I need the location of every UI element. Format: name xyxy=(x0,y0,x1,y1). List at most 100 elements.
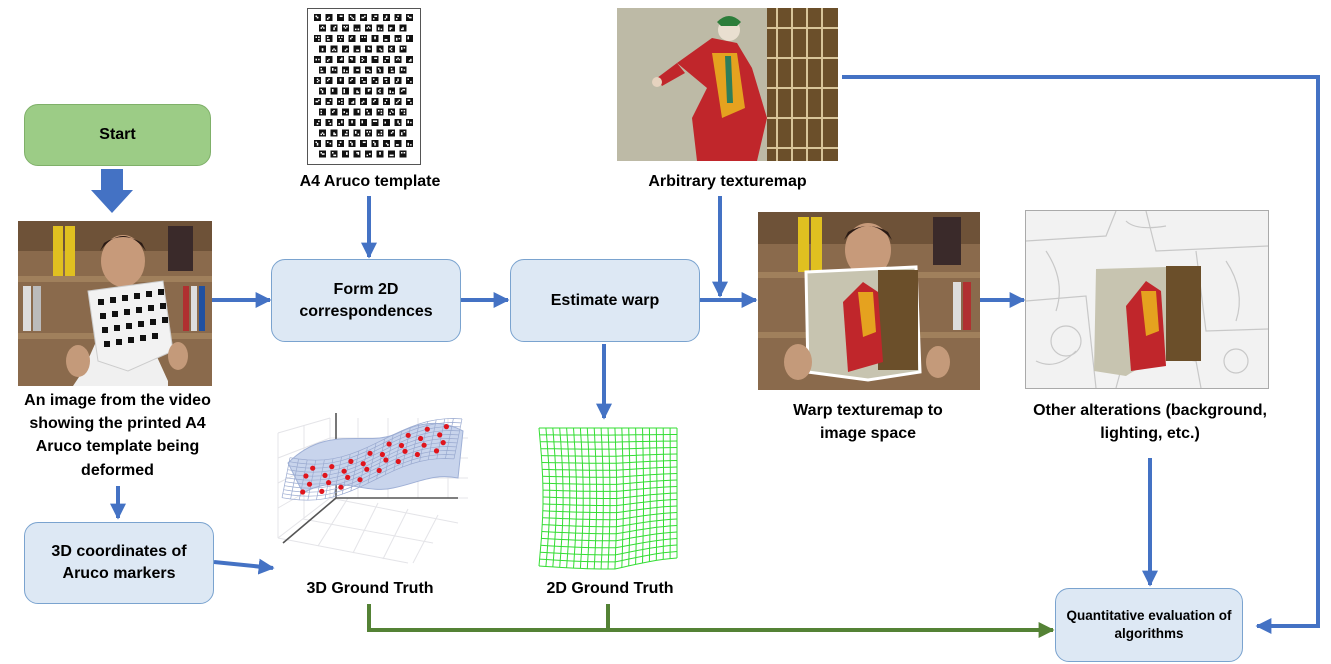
grid-line xyxy=(541,525,678,535)
aruco-marker xyxy=(365,66,372,74)
aruco-marker xyxy=(314,77,321,84)
aruco-marker xyxy=(314,14,321,21)
video-frame-image xyxy=(18,221,212,386)
mesh-line xyxy=(281,457,291,498)
aruco-marker xyxy=(325,14,333,21)
aruco-marker xyxy=(388,66,395,74)
aruco-marker xyxy=(388,24,395,32)
marker-dot xyxy=(414,451,420,458)
other-alterations-caption: Other alterations (background, lighting,… xyxy=(1033,402,1267,443)
aruco-marker xyxy=(360,98,367,105)
mesh-line xyxy=(350,450,360,492)
aruco-marker xyxy=(325,140,333,147)
marker-dot xyxy=(437,432,443,438)
grid-line xyxy=(542,499,678,507)
grid-line xyxy=(540,538,678,549)
mesh-line xyxy=(281,458,455,501)
marker-dot xyxy=(421,442,427,448)
grid-line xyxy=(542,512,678,521)
3d-coordinates-node: 3D coordinates of Aruco markers xyxy=(24,522,214,604)
aruco-marker xyxy=(342,24,349,32)
aruco-marker xyxy=(371,14,379,21)
aruco-marker xyxy=(342,66,349,74)
quantitative-evaluation-label: Quantitative evaluation of algorithms xyxy=(1066,607,1232,641)
aruco-marker xyxy=(330,45,338,53)
grid-line xyxy=(628,427,631,566)
aruco-marker xyxy=(376,150,384,158)
aruco-marker xyxy=(319,87,326,95)
aruco-marker xyxy=(376,66,384,74)
aruco-marker xyxy=(394,140,402,147)
marker-dot xyxy=(364,466,370,472)
aruco-marker xyxy=(394,35,402,42)
aruco-marker xyxy=(325,77,333,84)
aruco-marker xyxy=(337,35,344,42)
aruco-marker xyxy=(365,45,372,53)
aruco-marker xyxy=(360,14,367,21)
aruco-marker xyxy=(330,87,338,95)
grid-line xyxy=(538,557,678,570)
mesh-line xyxy=(445,418,454,459)
video-frame-caption: An image from the video showing the prin… xyxy=(24,392,211,479)
aruco-marker xyxy=(319,129,326,137)
aruco-marker xyxy=(394,98,402,105)
mesh-line xyxy=(427,419,437,460)
arrow-texture-to-eval xyxy=(842,75,1320,634)
marker-dot xyxy=(329,464,335,470)
mesh-line xyxy=(367,443,377,484)
texturemap-image xyxy=(617,8,838,161)
start-down-arrow xyxy=(91,169,133,213)
grid-line xyxy=(540,544,678,556)
aruco-marker xyxy=(399,66,407,74)
marker-dot xyxy=(433,448,440,454)
aruco-marker xyxy=(342,129,349,137)
aruco-marker xyxy=(394,56,402,63)
estimate-warp-node: Estimate warp xyxy=(510,259,700,342)
aruco-marker xyxy=(371,56,379,63)
grid-line xyxy=(542,505,678,514)
marker-dot xyxy=(367,450,373,456)
aruco-marker xyxy=(330,108,338,116)
aruco-marker xyxy=(342,87,349,95)
aruco-marker xyxy=(353,87,361,95)
texturemap-caption: Arbitrary texturemap xyxy=(648,173,807,190)
aruco-marker xyxy=(353,24,361,32)
2d-ground-truth-grid xyxy=(535,424,685,574)
aruco-marker xyxy=(394,14,402,21)
aruco-marker xyxy=(376,108,384,116)
grid-line xyxy=(607,427,611,570)
aruco-marker xyxy=(376,87,384,95)
aruco-marker xyxy=(394,119,402,126)
aruco-marker xyxy=(342,45,349,53)
aruco-marker xyxy=(314,140,321,147)
mesh-line xyxy=(290,458,299,500)
aruco-marker xyxy=(325,119,333,126)
aruco-marker xyxy=(406,140,413,147)
aruco-marker xyxy=(399,129,407,137)
aruco-marker xyxy=(353,108,361,116)
quantitative-evaluation-node: Quantitative evaluation of algorithms xyxy=(1055,588,1243,662)
marker-dot xyxy=(319,488,325,494)
marker-dot xyxy=(398,442,405,449)
aruco-marker xyxy=(314,56,321,63)
warped-texture-image xyxy=(758,212,980,390)
marker-dot xyxy=(300,489,306,495)
aruco-marker xyxy=(360,77,367,84)
marker-dot xyxy=(345,474,351,480)
aruco-marker xyxy=(388,45,395,53)
aruco-marker xyxy=(371,77,379,84)
grid-line xyxy=(655,427,658,561)
marker-dot xyxy=(306,481,313,487)
aruco-marker xyxy=(319,150,326,158)
marker-dot xyxy=(310,465,316,471)
mesh-line xyxy=(453,418,463,459)
altered-image xyxy=(1025,210,1269,389)
aruco-marker xyxy=(365,150,372,158)
aruco-marker xyxy=(365,24,372,32)
marker-dot xyxy=(402,448,408,454)
aruco-marker xyxy=(353,45,361,53)
grid-line xyxy=(621,427,624,568)
mesh-line xyxy=(316,459,325,500)
aruco-marker xyxy=(371,140,379,147)
aruco-marker xyxy=(376,24,384,32)
